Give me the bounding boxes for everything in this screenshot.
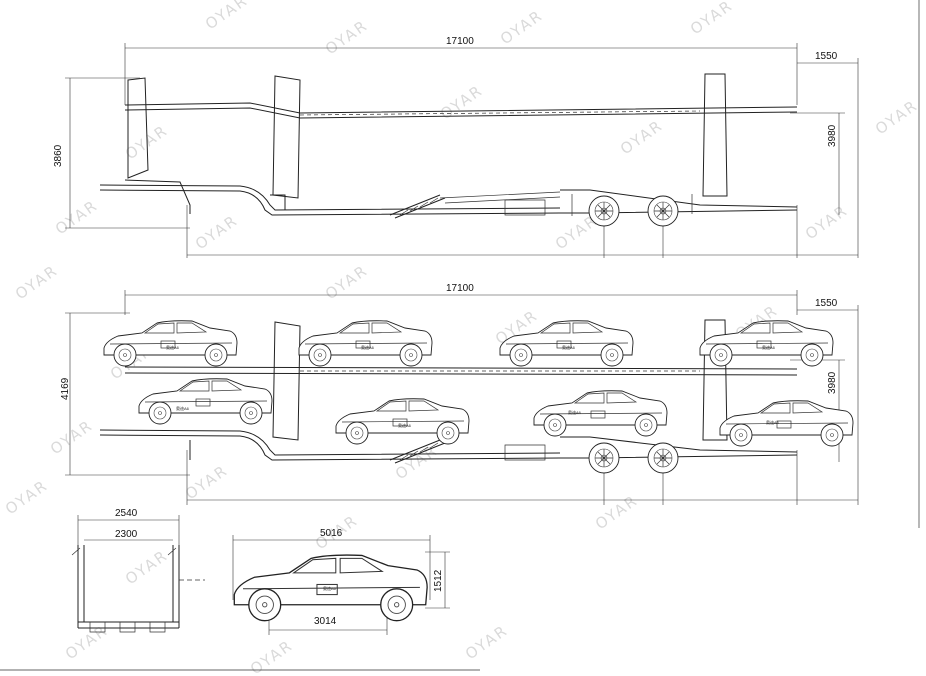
- watermark: OYAR: [497, 6, 546, 48]
- watermark: OYAR: [437, 81, 486, 123]
- empty-trailer-side-view: 17100 1550 3860 3980: [53, 36, 859, 258]
- dim-loaded-upper-deck-height: 3980: [827, 371, 838, 394]
- watermark: OYAR: [322, 16, 371, 58]
- car-lower-4: 奥迪A6: [719, 400, 854, 447]
- car-badge: 奥迪A6: [166, 344, 180, 350]
- car-badge: 奥迪A6: [323, 585, 337, 591]
- watermark: OYAR: [52, 196, 101, 238]
- loaded-trailer-side-view: 17100 1550 4169 3980: [60, 283, 859, 505]
- watermark: OYAR: [592, 491, 641, 533]
- car-upper-2: 奥迪A6: [298, 320, 433, 367]
- dim-loaded-total-height: 4169: [60, 377, 71, 400]
- car-upper-3: 奥迪A6: [499, 320, 634, 367]
- car-badge: 奥迪A6: [398, 422, 412, 428]
- dim-loaded-front-overhang: 1550: [815, 298, 838, 309]
- dim-total-length: 17100: [446, 36, 474, 47]
- dim-car-wheelbase: 3014: [314, 616, 337, 627]
- dim-loaded-total-length: 17100: [446, 283, 474, 294]
- car-lower-3: 奥迪A6: [533, 390, 668, 437]
- rear-cross-section-view: 2540 2300: [71, 508, 205, 633]
- car-badge: 奥迪A6: [762, 344, 776, 350]
- car-badge: 奥迪A6: [361, 344, 375, 350]
- watermark: OYAR: [462, 621, 511, 663]
- watermark: OYAR: [802, 201, 851, 243]
- dim-upper-deck-height: 3980: [827, 124, 838, 147]
- watermark: OYAR: [47, 416, 96, 458]
- car-badge: 奥迪A6: [568, 409, 582, 415]
- dim-car-length: 5016: [320, 528, 343, 539]
- watermark: OYAR: [2, 476, 51, 518]
- dim-rear-outer-width: 2540: [115, 508, 138, 519]
- watermark: OYAR: [202, 0, 251, 33]
- dim-total-height: 3860: [53, 144, 64, 167]
- dim-car-height: 1512: [433, 569, 444, 592]
- car-upper-1: 奥迪A6: [103, 320, 238, 367]
- single-car-view: 5016 1512 3014 奥迪A6: [232, 528, 450, 635]
- watermark: OYAR: [617, 116, 666, 158]
- car-upper-4: 奥迪A6: [699, 320, 834, 367]
- car-badge: 奥迪A6: [562, 344, 576, 350]
- watermark: OYAR: [687, 0, 736, 38]
- car-lower-2: 奥迪A6: [335, 398, 470, 445]
- watermark: OYAR: [12, 261, 61, 303]
- watermark: OYAR: [322, 261, 371, 303]
- watermark: OYAR: [182, 461, 231, 503]
- car-badge: 奥迪A6: [766, 419, 780, 425]
- watermark: OYAR: [872, 96, 921, 138]
- car-badge: 奥迪A6: [176, 405, 190, 411]
- dim-front-overhang: 1550: [815, 51, 838, 62]
- dim-rear-inner-width: 2300: [115, 529, 138, 540]
- car-lower-1: 奥迪A6: [138, 378, 273, 425]
- watermark: OYAR: [122, 546, 171, 588]
- watermark: OYAR: [192, 211, 241, 253]
